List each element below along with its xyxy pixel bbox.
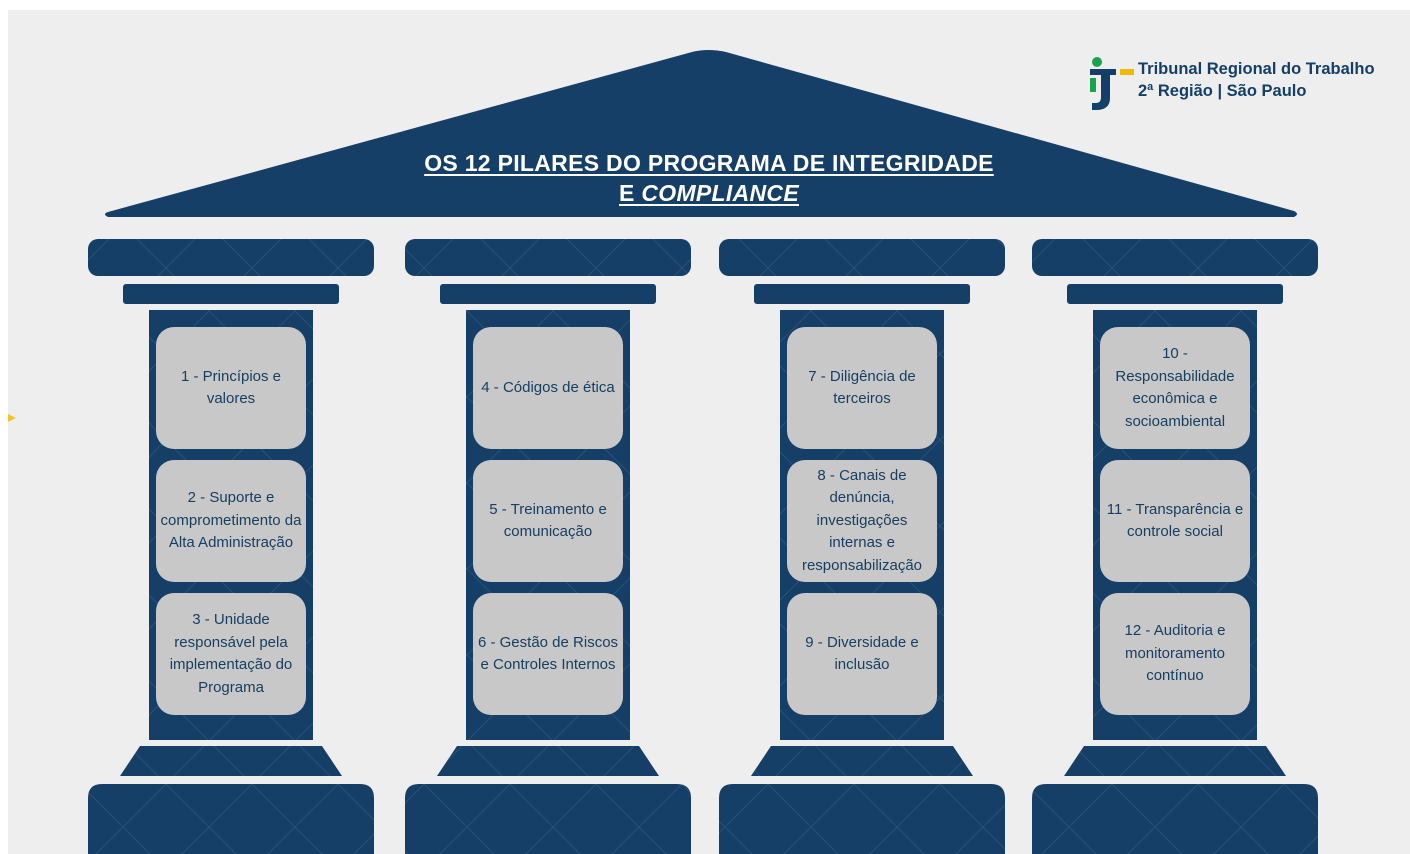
pillar-neck (1067, 284, 1283, 304)
pillar-item-label: 2 - Suporte e comprometimento da Alta Ad… (160, 489, 302, 552)
pillar-item-6: 6 - Gestão de Riscos e Controles Interno… (473, 593, 623, 715)
pillar-item-8: 8 - Canais de denúncia, investigações in… (787, 460, 937, 582)
roof-pediment (105, 50, 1297, 217)
pillar-item-label: 12 - Auditoria e monitoramento contínuo (1124, 622, 1226, 685)
base-step-pattern (751, 746, 973, 776)
title-line-2-emphasis: COMPLIANCE (641, 180, 799, 206)
plinth-pattern (88, 784, 374, 854)
base-step-pattern (1064, 746, 1286, 776)
pillar-item-label: 1 - Princípios e valores (180, 367, 282, 408)
pillar-item-2: 2 - Suporte e comprometimento da Alta Ad… (156, 460, 306, 582)
title-line-2-prefix: E (619, 180, 642, 206)
trt2-logo: Tribunal Regional do Trabalho 2ª Região … (1088, 54, 1410, 114)
plinth-pattern (405, 784, 691, 854)
pillar-item-label: 3 - Unidade responsável pela implementaç… (169, 611, 293, 696)
plinth-pattern (1032, 784, 1318, 854)
pillar-neck (123, 284, 339, 304)
pillar-item-label: 5 - Treinamento e comunicação (489, 500, 607, 541)
capital-pattern (88, 239, 374, 276)
logo-line-1: Tribunal Regional do Trabalho (1138, 60, 1375, 78)
capital-pattern (405, 239, 691, 276)
title-line-2: E COMPLIANCE (619, 180, 799, 206)
pillar-item-10: 10 - Responsabilidade econômica e socioa… (1100, 327, 1250, 449)
pillar-item-5: 5 - Treinamento e comunicação (473, 460, 623, 582)
pillar-item-4: 4 - Códigos de ética (473, 327, 623, 449)
pillar-item-1: 1 - Princípios e valores (156, 327, 306, 449)
pillar-item-9: 9 - Diversidade e inclusão (787, 593, 937, 715)
pillar-item-12: 12 - Auditoria e monitoramento contínuo (1100, 593, 1250, 715)
pillar-item-11: 11 - Transparência e controle social (1100, 460, 1250, 582)
diagram-title: OS 12 PILARES DO PROGRAMA DE INTEGRIDADE… (8, 148, 1410, 208)
capital-pattern (719, 239, 1005, 276)
pillar-item-label: 7 - Diligência de terceiros (808, 367, 916, 408)
base-step-pattern (120, 746, 342, 776)
base-step-pattern (437, 746, 659, 776)
pillar-item-label: 9 - Diversidade e inclusão (805, 633, 919, 674)
logo-line-2: 2ª Região | São Paulo (1138, 82, 1307, 100)
pillar-neck (440, 284, 656, 304)
pillar-item-label: 11 - Transparência e controle social (1106, 500, 1244, 541)
pillar-item-label: 8 - Canais de denúncia, investigações in… (801, 466, 923, 574)
pillar-item-3: 3 - Unidade responsável pela implementaç… (156, 593, 306, 715)
pillar-item-7: 7 - Diligência de terceiros (787, 327, 937, 449)
trt2-logo-text: Tribunal Regional do Trabalho 2ª Região … (1138, 58, 1375, 102)
trt2-logo-icon (1090, 57, 1134, 110)
pillar-item-label: 4 - Códigos de ética (481, 378, 615, 396)
plinth-pattern (719, 784, 1005, 854)
play-arrow-icon (8, 410, 16, 426)
pillar-neck (754, 284, 970, 304)
capital-pattern (1032, 239, 1318, 276)
pillar-item-label: 10 - Responsabilidade econômica e socioa… (1115, 345, 1235, 430)
title-line-1: OS 12 PILARES DO PROGRAMA DE INTEGRIDADE (424, 150, 994, 176)
pillar-item-label: 6 - Gestão de Riscos e Controles Interno… (477, 633, 619, 674)
diagram-canvas: OS 12 PILARES DO PROGRAMA DE INTEGRIDADE… (8, 10, 1410, 854)
